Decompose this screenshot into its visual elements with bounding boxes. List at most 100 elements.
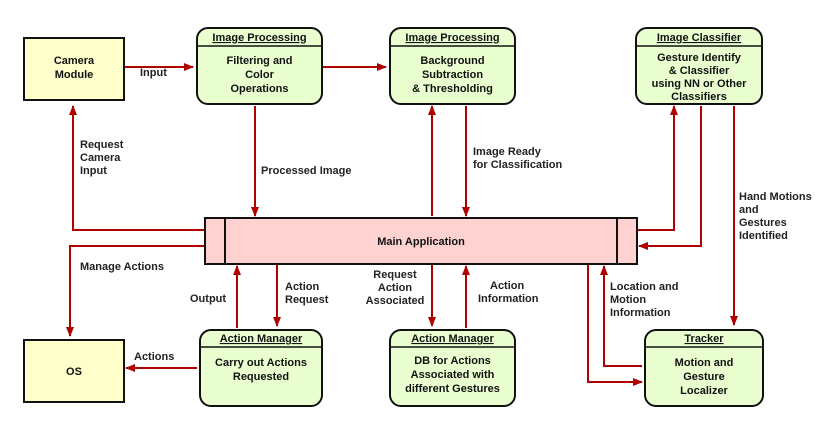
edge-label-hand-motions-4: Identified bbox=[739, 230, 788, 242]
edge-label-action-information-2: Information bbox=[478, 293, 539, 305]
action-manager-1-node: Action Manager Carry out Actions Request… bbox=[199, 329, 323, 407]
svg-text:Information: Information bbox=[610, 307, 671, 319]
image-processing-2-line-3: & Thresholding bbox=[412, 83, 493, 95]
svg-text:Location and: Location and bbox=[610, 281, 678, 293]
svg-text:Color: Color bbox=[245, 69, 274, 81]
svg-text:& Thresholding: & Thresholding bbox=[412, 83, 493, 95]
image-classifier-line-2: & Classifier bbox=[669, 65, 730, 77]
svg-text:Motion and: Motion and bbox=[675, 357, 734, 369]
svg-text:Action: Action bbox=[285, 281, 320, 293]
camera-label-2: Module bbox=[55, 69, 94, 81]
edge-label-action-request-1: Action bbox=[285, 281, 320, 293]
edge-label-processed-image: Processed Image bbox=[261, 165, 352, 177]
svg-text:Gestures: Gestures bbox=[739, 217, 787, 229]
svg-text:using NN or Other: using NN or Other bbox=[652, 78, 747, 90]
edge-label-request-camera-1: Request bbox=[80, 139, 124, 151]
svg-text:Tracker: Tracker bbox=[684, 333, 724, 345]
edge-label-manage-actions: Manage Actions bbox=[80, 261, 164, 273]
svg-text:Gesture: Gesture bbox=[683, 371, 725, 383]
svg-text:Information: Information bbox=[478, 293, 539, 305]
svg-text:& Classifier: & Classifier bbox=[669, 65, 730, 77]
svg-text:Action Manager: Action Manager bbox=[220, 333, 303, 345]
image-classifier-node: Image Classifier Gesture Identify & Clas… bbox=[635, 27, 763, 105]
svg-text:Filtering and: Filtering and bbox=[227, 55, 293, 67]
svg-text:Carry out Actions: Carry out Actions bbox=[215, 357, 307, 369]
main-application-node: Main Application bbox=[204, 217, 638, 265]
edge-label-actions: Actions bbox=[134, 351, 174, 363]
tracker-line-2: Gesture bbox=[683, 371, 725, 383]
camera-label-1: Camera bbox=[54, 55, 95, 67]
edge-label-input: Input bbox=[140, 67, 167, 79]
arrow-tracker-to-main bbox=[600, 265, 642, 367]
svg-text:and: and bbox=[739, 204, 759, 216]
edge-label-request-camera-3: Input bbox=[80, 165, 107, 177]
svg-text:Image Processing: Image Processing bbox=[212, 32, 306, 44]
arrow-main-to-tracker bbox=[587, 264, 643, 386]
svg-text:Gesture Identify: Gesture Identify bbox=[657, 52, 742, 64]
action-manager-1-line-2: Requested bbox=[233, 371, 289, 383]
image-classifier-line-4: Classifiers bbox=[671, 91, 727, 103]
action-manager-2-node: Action Manager DB for Actions Associated… bbox=[389, 329, 516, 407]
svg-text:Associated: Associated bbox=[366, 295, 425, 307]
action-manager-2-title: Action Manager bbox=[411, 333, 494, 345]
arrow-main-to-classifier bbox=[637, 105, 678, 231]
svg-text:Manage Actions: Manage Actions bbox=[80, 261, 164, 273]
image-processing-2-title: Image Processing bbox=[405, 32, 499, 44]
svg-text:Identified: Identified bbox=[739, 230, 788, 242]
edge-label-image-ready-1: Image Ready bbox=[473, 146, 542, 158]
action-manager-2-line-3: different Gestures bbox=[405, 383, 500, 395]
svg-text:Module: Module bbox=[55, 69, 94, 81]
svg-text:Hand Motions: Hand Motions bbox=[739, 191, 812, 203]
connectors bbox=[66, 63, 738, 386]
svg-text:Request: Request bbox=[373, 269, 417, 281]
edge-label-action-information-1: Action bbox=[490, 280, 525, 292]
svg-text:Action Manager: Action Manager bbox=[411, 333, 494, 345]
edge-label-action-request-2: Request bbox=[285, 294, 329, 306]
svg-text:Requested: Requested bbox=[233, 371, 289, 383]
image-processing-1-line-1: Filtering and bbox=[227, 55, 293, 67]
svg-text:Background: Background bbox=[420, 55, 484, 67]
edge-label-request-camera-2: Camera bbox=[80, 152, 121, 164]
arrow-main-to-os bbox=[66, 245, 205, 337]
image-processing-2-node: Image Processing Background Subtraction … bbox=[389, 27, 516, 105]
edge-label-request-action-1: Request bbox=[373, 269, 417, 281]
camera-module-node: Camera Module bbox=[23, 37, 125, 101]
image-processing-1-node: Image Processing Filtering and Color Ope… bbox=[196, 27, 323, 105]
image-classifier-line-3: using NN or Other bbox=[652, 78, 747, 90]
action-manager-2-line-1: DB for Actions bbox=[414, 355, 491, 367]
edge-label-image-ready-2: for Classification bbox=[473, 159, 563, 171]
svg-text:Motion: Motion bbox=[610, 294, 646, 306]
image-processing-1-line-3: Operations bbox=[230, 83, 288, 95]
edge-labels: Input Request Camera Input Processed Ima… bbox=[80, 67, 812, 363]
image-processing-1-line-2: Color bbox=[245, 69, 274, 81]
image-processing-2-line-2: Subtraction bbox=[422, 69, 483, 81]
svg-text:Request: Request bbox=[285, 294, 329, 306]
edge-label-location-1: Location and bbox=[610, 281, 678, 293]
tracker-title: Tracker bbox=[684, 333, 724, 345]
svg-text:Image Classifier: Image Classifier bbox=[657, 32, 742, 44]
svg-text:different Gestures: different Gestures bbox=[405, 383, 500, 395]
tracker-line-1: Motion and bbox=[675, 357, 734, 369]
image-processing-2-line-1: Background bbox=[420, 55, 484, 67]
image-classifier-title: Image Classifier bbox=[657, 32, 742, 44]
svg-text:for Classification: for Classification bbox=[473, 159, 563, 171]
tracker-line-3: Localizer bbox=[680, 385, 728, 397]
arrow-main-to-camera bbox=[69, 105, 205, 231]
svg-text:Camera: Camera bbox=[80, 152, 121, 164]
svg-text:Input: Input bbox=[140, 67, 167, 79]
svg-text:Output: Output bbox=[190, 293, 226, 305]
edge-label-location-3: Information bbox=[610, 307, 671, 319]
edge-label-location-2: Motion bbox=[610, 294, 646, 306]
action-manager-1-title: Action Manager bbox=[220, 333, 303, 345]
svg-text:Subtraction: Subtraction bbox=[422, 69, 483, 81]
edge-label-request-action-3: Associated bbox=[366, 295, 425, 307]
svg-text:Processed Image: Processed Image bbox=[261, 165, 352, 177]
svg-text:Action: Action bbox=[490, 280, 525, 292]
image-processing-1-title: Image Processing bbox=[212, 32, 306, 44]
svg-text:Associated with: Associated with bbox=[411, 369, 495, 381]
svg-text:Actions: Actions bbox=[134, 351, 174, 363]
action-manager-1-line-1: Carry out Actions bbox=[215, 357, 307, 369]
svg-text:DB for Actions: DB for Actions bbox=[414, 355, 491, 367]
svg-text:Classifiers: Classifiers bbox=[671, 91, 727, 103]
